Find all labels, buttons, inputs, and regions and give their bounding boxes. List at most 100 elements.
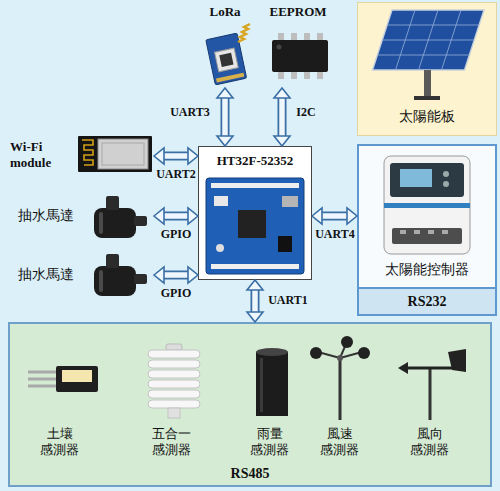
arrowhead: [247, 280, 263, 290]
arrow-shaft: [163, 152, 189, 161]
arrow-shaft: [251, 289, 260, 313]
double-arrow: [274, 88, 290, 146]
label-anchor: I2C: [295, 105, 316, 120]
arrowhead: [154, 208, 164, 224]
node-label: 風向 感測器: [407, 426, 454, 459]
arrow-shaft: [278, 97, 287, 137]
eeprom-chip: [272, 33, 328, 79]
wifi-module: [102, 143, 144, 165]
arrowhead: [188, 148, 198, 164]
signal-label: GPIO: [160, 286, 193, 301]
wifi-module: [82, 140, 93, 165]
wifi-module: [98, 139, 148, 169]
wifi-module: [78, 136, 152, 172]
rs485-panel: RS485土壤 感測器五合一 感測器雨量 感測器風速 感測器風向 感測器: [8, 322, 492, 487]
rain-gauge: [256, 352, 288, 416]
five-in-one-sensor: [148, 360, 200, 368]
double-arrow: [154, 148, 198, 164]
arrowhead: [274, 136, 290, 146]
label-anchor: UART1: [267, 293, 309, 308]
node-label: 風速 感測器: [317, 426, 364, 459]
solar-panel: [373, 10, 484, 70]
mcu-board: [238, 210, 266, 238]
arrow-shaft: [321, 212, 348, 221]
arrowhead: [217, 136, 233, 146]
rain-gauge: [256, 348, 288, 356]
signal-label: UART4: [314, 227, 356, 242]
lora-module: [206, 24, 250, 85]
double-arrow: [154, 267, 198, 283]
arrow-shaft: [222, 97, 228, 137]
solar-controller: [400, 169, 432, 187]
double-arrow: [154, 208, 198, 224]
anemometer: [358, 347, 370, 359]
five-in-one-sensor: [148, 390, 200, 398]
mcu-board: [282, 196, 298, 207]
arrowhead: [247, 312, 263, 322]
solar-panel: [373, 10, 484, 100]
node-label: 太陽能板: [399, 108, 455, 126]
five-in-one-sensor: [148, 400, 200, 408]
wind-vane: [398, 362, 408, 374]
arrow-shaft: [221, 97, 230, 137]
node-label: 土壤 感測器: [37, 426, 84, 459]
solar-controller: [400, 230, 448, 234]
mcu-board: [206, 178, 304, 274]
lora-module: [215, 48, 239, 72]
solar-controller: [384, 156, 470, 254]
signal-label: I2C: [295, 105, 316, 120]
soil-sensor: [28, 372, 56, 386]
eeprom-chip: [304, 71, 310, 79]
mcu-board: [216, 244, 224, 252]
five-in-one-sensor: [148, 350, 200, 358]
double-arrow: [312, 208, 357, 224]
arrow-shaft: [163, 213, 189, 219]
signal-label: UART2: [155, 167, 197, 182]
rain-gauge: [256, 348, 288, 416]
arrowhead: [347, 208, 357, 224]
anemometer: [341, 336, 353, 348]
signal-label: UART3: [169, 105, 211, 120]
arrowhead: [312, 208, 322, 224]
soil-sensor: [62, 370, 92, 382]
double-arrow: [217, 88, 233, 146]
arrowhead: [217, 88, 233, 98]
label-anchor: GPIO: [160, 286, 193, 301]
bus-label: RS232: [359, 287, 495, 315]
solar-panel: [414, 96, 440, 100]
node-label: 雨量 感測器: [247, 426, 294, 459]
arrowhead: [274, 88, 290, 98]
arrow-shaft: [163, 212, 189, 221]
node-label: HT32F-52352: [217, 153, 294, 169]
wind-vane: [404, 367, 452, 370]
anemometer: [337, 355, 343, 361]
arrowhead: [188, 267, 198, 283]
node-label: 五合一 感測器: [149, 426, 196, 459]
arrow-shaft: [279, 97, 285, 137]
lora-module: [238, 24, 250, 42]
mcu-board: [211, 183, 299, 188]
wifi-module: [78, 136, 152, 172]
arrow-shaft: [321, 213, 348, 219]
signal-label: GPIO: [160, 227, 193, 242]
five-in-one-sensor: [168, 408, 180, 418]
pump-motor: [94, 254, 147, 296]
mcu-board: [206, 178, 304, 274]
arrowhead: [154, 148, 164, 164]
eeprom-chip: [304, 33, 310, 41]
solar-panel: [373, 10, 484, 70]
eeprom-chip: [277, 45, 282, 50]
node-label: LoRa: [209, 4, 240, 20]
eeprom-chip: [291, 71, 297, 79]
eeprom-chip: [291, 33, 297, 41]
anemometer: [310, 336, 370, 420]
wind-vane: [448, 349, 466, 372]
anemometer: [339, 360, 342, 420]
wind-vane: [398, 349, 466, 420]
solar-panel: [424, 70, 431, 98]
node-label: Wi-Fi module: [10, 139, 66, 172]
node-label: EEPROM: [269, 4, 326, 20]
